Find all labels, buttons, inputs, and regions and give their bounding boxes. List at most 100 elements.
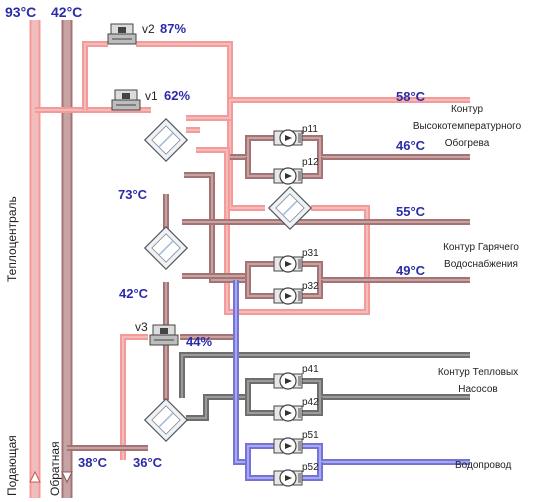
- circuit-hot-water: Контур Гарячего Водоснабжения: [428, 240, 534, 272]
- heatpump-return-inner: [186, 396, 248, 419]
- pump-p12-label: p12: [302, 157, 319, 168]
- pump-p11-icon: [273, 129, 303, 147]
- supply-branch-v2-outer: [82, 41, 108, 110]
- p12-inlet-outer: [245, 157, 275, 179]
- valve-v3-label: v3: [135, 320, 148, 334]
- p31-outlet: [301, 261, 470, 283]
- circuit-heat-pumps-line1: Контур Тепловых: [437, 367, 519, 378]
- p52-inlet: [245, 462, 275, 481]
- hx1-to-hightemp-supply: [186, 97, 470, 121]
- p31-outlet-inner: [301, 263, 470, 281]
- pump-p42-icon-flange: [298, 408, 302, 418]
- temp-46: 46°C: [396, 138, 426, 153]
- p32-inlet-outer: [245, 280, 275, 299]
- supply-branch-v2: [82, 41, 108, 110]
- temp-73: 73°C: [118, 187, 148, 202]
- p51-inlet: [245, 443, 275, 462]
- valve-v3-opening: 44%: [186, 334, 213, 349]
- valve-v2-icon-knob: [118, 27, 126, 33]
- supply-line-label: Подающая: [5, 435, 19, 496]
- p52-inlet-inner: [247, 462, 275, 479]
- return-down-arrow-icon: [61, 471, 73, 484]
- p31-inlet-outer: [245, 261, 275, 280]
- pump-p52-icon-flange: [298, 473, 302, 483]
- pump-p51-icon-arrow: [285, 443, 292, 449]
- valve-v2-label: v2: [142, 22, 155, 36]
- pump-p42-icon: [273, 404, 303, 422]
- circuit-water-supply: Водопровод: [455, 460, 512, 471]
- hx2-hot-loop: [196, 147, 370, 315]
- circuit-high-temp-line3: Обогрева: [444, 138, 490, 149]
- p41-inlet: [245, 378, 275, 397]
- pump-p52-icon-arrow: [285, 475, 292, 481]
- p41-inlet-outer: [245, 378, 275, 397]
- hx1-to-hightemp-supply-inner: [186, 99, 470, 119]
- circuit-high-temp-heating: Контур Высокотемпературного Обогрева: [404, 102, 530, 151]
- valve-v3-icon-knob: [160, 328, 168, 334]
- pump-p52-label: p52: [302, 462, 319, 473]
- p51-outlet: [301, 443, 470, 465]
- p32-outlet-inner: [301, 280, 321, 297]
- pump-p51-icon-flange: [298, 441, 302, 451]
- supply-up-arrow-icon: [29, 470, 41, 483]
- valve-v1-opening: 62%: [164, 88, 191, 103]
- p11-outlet: [301, 135, 470, 160]
- p32-inlet-inner: [247, 280, 275, 297]
- pump-p51-label: p51: [302, 430, 319, 441]
- heatpump-supply-inner: [181, 354, 470, 398]
- pump-p12-icon: [273, 167, 303, 185]
- temp-55: 55°C: [396, 204, 426, 219]
- circuit-heat-pumps-line2: Насосов: [458, 384, 498, 395]
- temp-58: 58°C: [396, 89, 426, 104]
- pump-p31-label: p31: [302, 248, 319, 259]
- hightemp-return: [184, 172, 248, 283]
- pump-p32-icon: [273, 287, 303, 305]
- pump-p31-icon: [273, 255, 303, 273]
- water-supply-riser-inner: [235, 280, 248, 463]
- circuit-hot-water-line2: Водоснабжения: [444, 259, 518, 270]
- water-supply-riser: [233, 280, 248, 465]
- p52-inlet-outer: [245, 462, 275, 481]
- p11-inlet-inner: [230, 137, 275, 158]
- heat-exchanger-1-icon-plates: [158, 132, 174, 148]
- p51-inlet-outer: [245, 443, 275, 462]
- p12-outlet-inner: [301, 157, 321, 177]
- pump-p41-label: p41: [302, 364, 319, 375]
- hightemp-return-inner: [184, 174, 248, 281]
- supply-temperature: 93°C: [5, 4, 37, 20]
- valve-v2-opening: 87%: [160, 21, 187, 36]
- p11-inlet-outer: [230, 135, 275, 160]
- pump-p32-icon-arrow: [285, 293, 292, 299]
- pump-p12-icon-flange: [298, 171, 302, 181]
- valve-v2-icon: [107, 23, 137, 45]
- circuit-hot-water-line1: Контур Гарячего: [443, 242, 519, 253]
- supply-branch-v2-inner: [84, 43, 108, 110]
- heat-exchanger-1-icon: [143, 117, 189, 163]
- pump-p31-icon-flange: [298, 259, 302, 269]
- pump-p32-label: p32: [302, 281, 319, 292]
- valve-v1-label: v1: [145, 89, 158, 103]
- p41-inlet-inner: [247, 380, 275, 397]
- p51-outlet-inner: [301, 445, 470, 463]
- heat-exchanger-3-icon-plates: [158, 240, 174, 256]
- p41-outlet: [301, 378, 470, 400]
- pump-p11-icon-flange: [298, 133, 302, 143]
- pump-p52-icon: [273, 469, 303, 487]
- p32-inlet: [245, 280, 275, 299]
- circuit-heat-pumps: Контур Тепловых Насосов: [425, 365, 531, 397]
- circuit-high-temp-line2: Высокотемпературного: [412, 121, 522, 132]
- heat-exchanger-2-icon-plates: [282, 200, 298, 216]
- p52-outlet: [301, 462, 323, 481]
- pump-p11-icon-arrow: [285, 135, 292, 141]
- temp-36: 36°C: [133, 455, 163, 470]
- pump-p11-label: p11: [302, 124, 318, 135]
- pump-p42-label: p42: [302, 397, 319, 408]
- p31-inlet: [245, 261, 275, 280]
- return-temperature: 42°C: [51, 4, 83, 20]
- pump-p31-icon-arrow: [285, 261, 292, 267]
- p12-inlet-inner: [247, 157, 275, 177]
- p42-outlet-inner: [301, 397, 321, 414]
- valve-v1-icon-knob: [122, 93, 130, 99]
- p42-inlet: [245, 397, 275, 416]
